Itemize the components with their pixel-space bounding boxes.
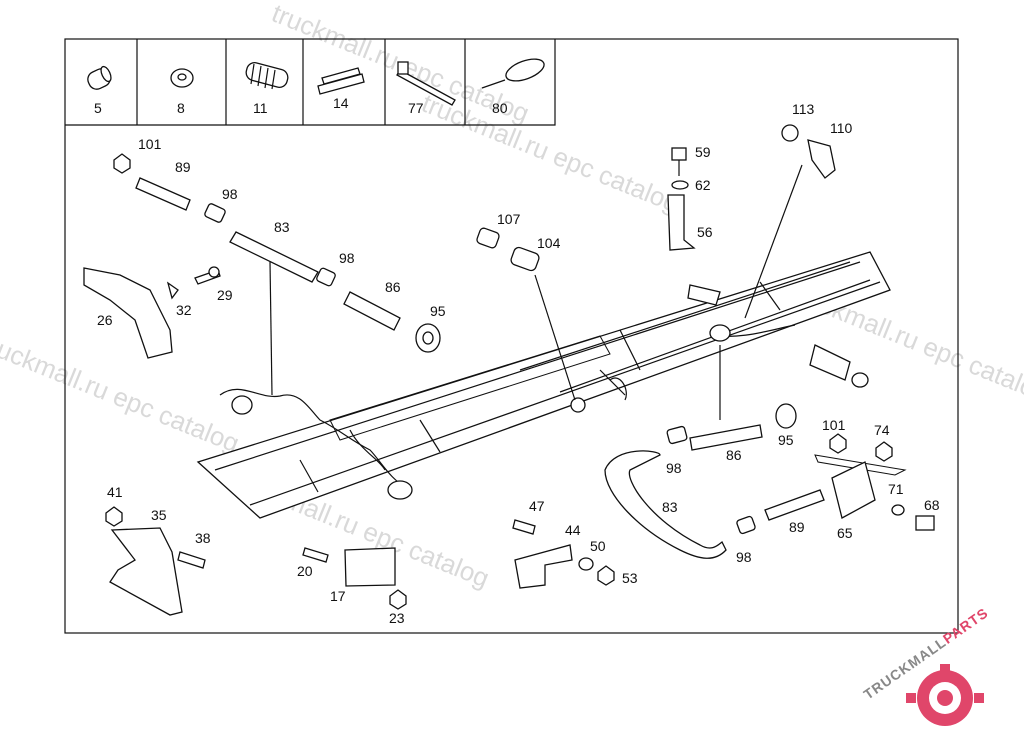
callout-101: 101 — [138, 136, 162, 152]
callout-35: 35 — [151, 507, 167, 523]
callout-104: 104 — [537, 235, 561, 251]
watermark-text: truckmall.ru epc catalog — [0, 328, 244, 459]
grommet-part-icon — [170, 68, 194, 88]
callout-113: 113 — [792, 101, 815, 117]
callout-98: 98 — [736, 549, 752, 565]
parts-legend-table: 5 8 11 14 77 80 — [65, 39, 556, 126]
chassis-frame — [196, 251, 891, 519]
fitting-110 — [687, 124, 869, 388]
callout-62: 62 — [695, 177, 711, 193]
callout-26: 26 — [97, 312, 113, 328]
callout-38: 38 — [195, 530, 211, 546]
callout-89: 89 — [175, 159, 191, 175]
callout-83: 83 — [662, 499, 678, 515]
sleeve-part-icon — [87, 65, 112, 90]
callout-95: 95 — [778, 432, 794, 448]
diagram-frame — [64, 38, 959, 634]
callout-74: 74 — [874, 422, 890, 438]
legend-label-11: 11 — [253, 100, 268, 116]
lower-right-parts — [604, 345, 935, 559]
callout-50: 50 — [590, 538, 606, 554]
callout-labels: 101 89 98 83 98 86 95 26 32 29 107 104 5… — [97, 101, 940, 626]
bracket-17 — [302, 547, 407, 610]
clip-strip-part-icon — [317, 67, 365, 95]
callout-71: 71 — [888, 481, 904, 497]
callout-86: 86 — [385, 279, 401, 295]
hose-clamp-part-icon — [481, 58, 545, 89]
callout-23: 23 — [389, 610, 405, 626]
legend-label-14: 14 — [333, 95, 349, 111]
callout-98: 98 — [666, 460, 682, 476]
callout-110: 110 — [830, 120, 853, 136]
valves-107-104 — [476, 227, 576, 401]
logo-brand-accent: PARTS — [940, 604, 991, 647]
callout-89: 89 — [789, 519, 805, 535]
callout-44: 44 — [565, 522, 581, 538]
legend-label-5: 5 — [94, 100, 102, 116]
callout-83: 83 — [274, 219, 290, 235]
bracket-56 — [667, 147, 696, 251]
callout-68: 68 — [924, 497, 940, 513]
callout-59: 59 — [695, 144, 711, 160]
callout-95: 95 — [430, 303, 446, 319]
truckmall-logo: TRUCKMALLPARTS — [861, 604, 991, 726]
bracket-44 — [512, 519, 615, 589]
cable-tie-part-icon — [396, 61, 456, 106]
upper-left-parts — [113, 153, 441, 396]
legend-label-77: 77 — [408, 100, 424, 116]
callout-53: 53 — [622, 570, 638, 586]
callout-101: 101 — [822, 417, 846, 433]
callout-32: 32 — [176, 302, 192, 318]
wiring-harness — [219, 324, 796, 500]
bellows-part-icon — [245, 62, 289, 90]
callout-41: 41 — [107, 484, 123, 500]
callout-47: 47 — [529, 498, 545, 514]
legend-label-80: 80 — [492, 100, 508, 116]
callout-98: 98 — [222, 186, 238, 202]
bracket-35 — [105, 506, 206, 616]
callout-98: 98 — [339, 250, 355, 266]
callout-107: 107 — [497, 211, 521, 227]
callout-17: 17 — [330, 588, 346, 604]
callout-29: 29 — [217, 287, 233, 303]
watermark-text: truckmall.ru epc catalog — [418, 88, 684, 219]
gear-logo-icon — [906, 664, 984, 726]
bracket-26 — [83, 266, 221, 359]
callout-65: 65 — [837, 525, 853, 541]
callout-56: 56 — [697, 224, 713, 240]
legend-label-8: 8 — [177, 100, 185, 116]
callout-86: 86 — [726, 447, 742, 463]
callout-20: 20 — [297, 563, 313, 579]
